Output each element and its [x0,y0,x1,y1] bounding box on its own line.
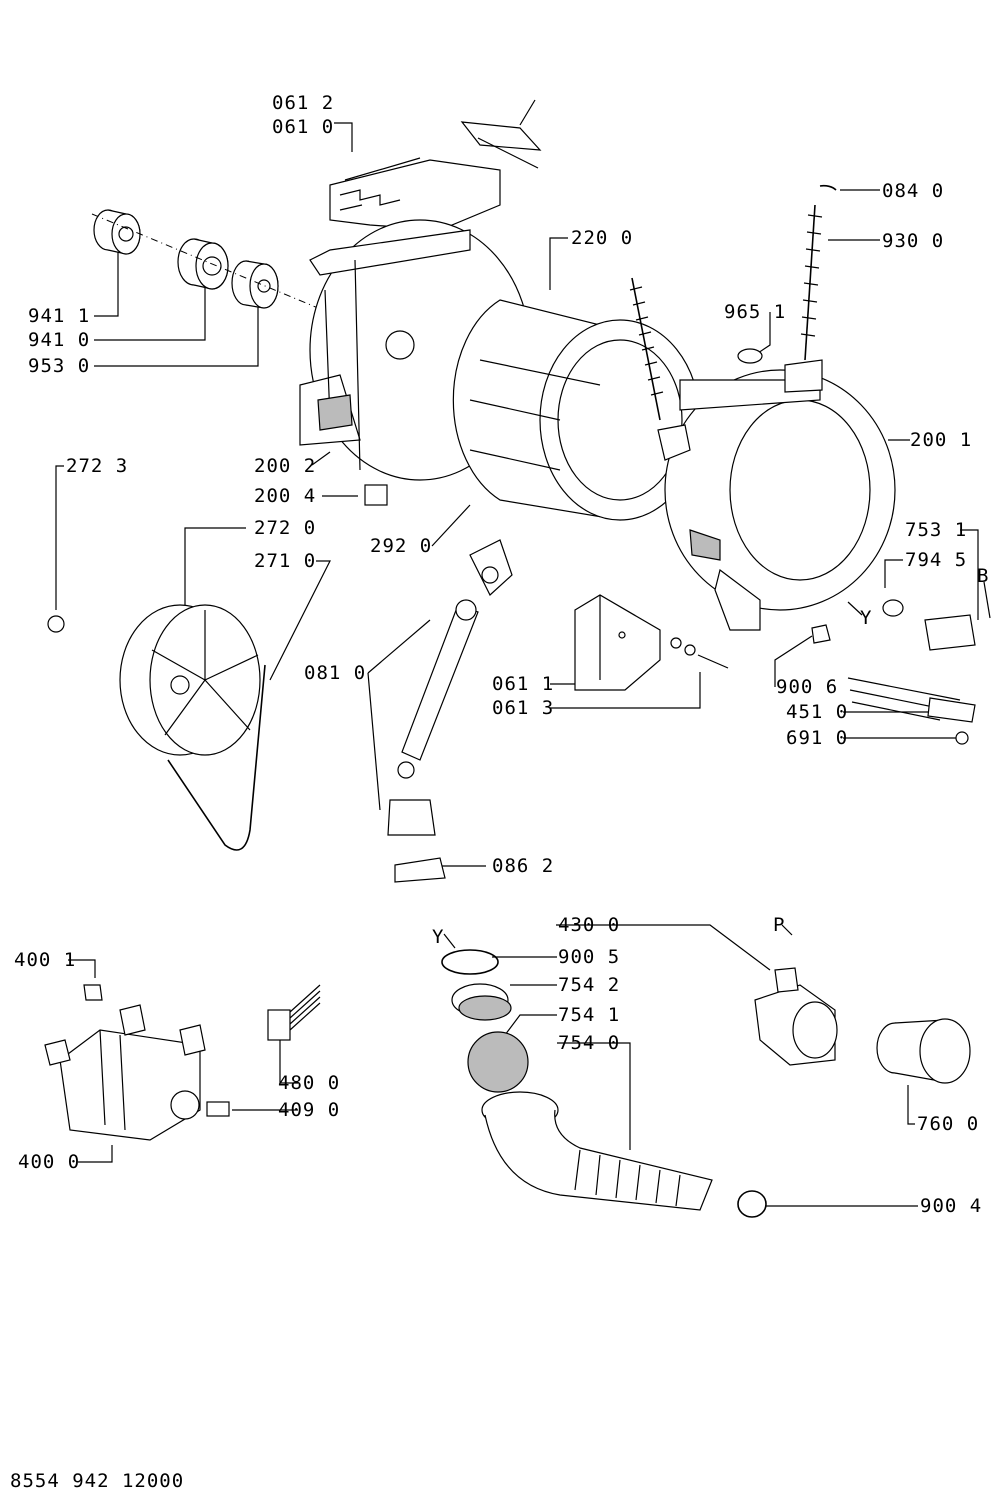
label-400-1: 400 1 [14,949,77,971]
hose-754-0 [481,1091,713,1211]
label-084-0: 084 0 [882,180,945,202]
label-272-3: 272 3 [66,455,129,477]
belt-271-0 [167,664,266,851]
spring-left [629,277,691,461]
label-P: P [773,914,786,936]
seal-754-2 [451,983,512,1021]
label-200-1: 200 1 [910,429,973,451]
label-272-0: 272 0 [254,517,317,539]
screw-top [460,99,542,169]
label-200-2: 200 2 [254,455,317,477]
label-451-0: 451 0 [786,701,849,723]
label-086-2: 086 2 [492,855,555,877]
label-941-0: 941 0 [28,329,91,351]
label-941-1: 941 1 [28,305,91,327]
bearing-941-0 [177,238,229,290]
screw-400-1 [83,984,103,1001]
counterweight-front [574,594,661,691]
ball-754-1 [467,1031,529,1093]
bearing-941-1 [93,209,141,255]
label-754-1: 754 1 [558,1004,621,1026]
label-760-0: 760 0 [917,1113,980,1135]
nut-272-3 [47,615,65,633]
label-292-0: 292 0 [370,535,433,557]
label-900-6: 900 6 [776,676,839,698]
connector-480-0 [267,984,321,1041]
plug-794-5 [882,599,904,617]
clip-200-4 [364,484,388,506]
label-900-5: 900 5 [558,946,621,968]
label-754-2: 754 2 [558,974,621,996]
document-code: 8554 942 12000 [10,1470,185,1492]
label-Y-upper: Y [860,607,873,629]
spring-930-0 [784,204,823,393]
bracket-086-2 [394,857,446,883]
label-400-0: 400 0 [18,1151,81,1173]
label-061-2: 061 2 [272,92,335,114]
label-220-0: 220 0 [571,227,634,249]
shock-absorber [387,539,513,836]
bearing-axis [91,213,319,309]
label-753-1: 753 1 [905,519,968,541]
heater-451-0 [847,677,976,745]
label-200-4: 200 4 [254,485,317,507]
label-930-0: 930 0 [882,230,945,252]
label-B: B [977,565,990,587]
pump-430-0 [754,967,838,1066]
leader-lines [55,122,991,1207]
label-061-0: 061 0 [272,116,335,138]
label-409-0: 409 0 [278,1099,341,1121]
front-tub [664,348,896,631]
ring-900-5 [441,949,499,975]
label-480-0: 480 0 [278,1072,341,1094]
part-409-0 [206,1101,230,1117]
clip-900-6 [811,624,831,644]
label-953-0: 953 0 [28,355,91,377]
bolt-061-3 [670,637,729,669]
label-061-1: 061 1 [492,673,555,695]
label-754-0: 754 0 [558,1032,621,1054]
label-430-0: 430 0 [558,914,621,936]
label-061-3: 061 3 [492,697,555,719]
drum [452,299,701,521]
hook-084-0 [819,184,837,191]
bearing-953-0 [231,260,279,309]
label-794-5: 794 5 [905,549,968,571]
pulley [119,604,261,756]
label-Y-lower: Y [432,926,445,948]
label-081-0: 081 0 [304,662,367,684]
motor [44,1004,206,1141]
sensor-753-1 [924,614,976,651]
counterweight-top [329,157,501,231]
label-965-1: 965 1 [724,301,787,323]
label-900-4: 900 4 [920,1195,983,1217]
filter-760-0 [876,1018,971,1084]
label-271-0: 271 0 [254,550,317,572]
clamp-900-4 [737,1190,767,1218]
label-691-0: 691 0 [786,727,849,749]
